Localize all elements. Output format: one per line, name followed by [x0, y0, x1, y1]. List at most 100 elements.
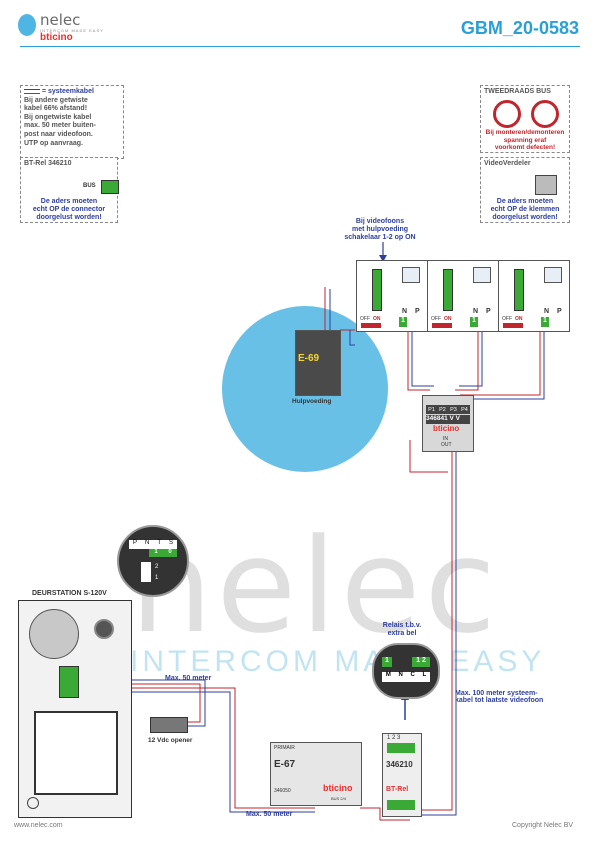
- dip-switch: [432, 323, 452, 328]
- splitter-ports: P1 P2 P3 P4: [426, 405, 470, 414]
- terminal-p: P: [557, 308, 562, 315]
- switch-on-label: ON: [444, 316, 452, 322]
- relay-terminals: 1 2 3: [387, 735, 401, 741]
- opener-label: 12 Vdc opener: [148, 737, 193, 744]
- cable-label: = systeemkabel: [41, 88, 94, 95]
- splitter-box-note: echt OP de klemmen: [490, 206, 560, 213]
- switch-on-label: ON: [373, 316, 381, 322]
- nelec-logo: [18, 14, 36, 36]
- splitter-terminal-icon: [535, 175, 557, 195]
- bus-label: BUS: [83, 183, 96, 189]
- distance-system: Max. 100 meter systeem- kabel tot laatst…: [455, 690, 543, 704]
- bus-connector-icon: [101, 180, 119, 194]
- splitter-in: IN: [443, 436, 448, 442]
- main-psu-brand: bticino: [323, 783, 353, 793]
- monitor-note-line: met hulpvoeding: [352, 226, 408, 233]
- distance-bottom: Max. 50 meter: [246, 811, 293, 818]
- psu-caption: Hulpvoeding: [292, 398, 332, 405]
- zoom-dip-switch: [141, 562, 151, 582]
- no-plug-icon: [493, 100, 521, 128]
- mount-screw-icon: [27, 797, 39, 809]
- relay-letter: M: [385, 672, 391, 678]
- speaker-grille-icon: [29, 609, 79, 659]
- splitter-box-note: doorgelust worden!: [492, 214, 558, 221]
- relay-zoom: 1 1 2 M N C L: [372, 643, 440, 699]
- relay-box-title: BT-Rel 346210: [24, 160, 72, 167]
- wire: [75, 683, 201, 723]
- wire: [360, 807, 410, 821]
- relay-name: BT-Rel: [386, 786, 409, 793]
- psu-model: E-69: [298, 353, 320, 364]
- videophone-monitor: N P 1 OFF ON: [498, 260, 570, 332]
- door-station: [18, 600, 132, 818]
- switch-off-label: OFF: [502, 316, 512, 322]
- port-label: P3: [450, 406, 457, 413]
- terminal-n: N: [544, 308, 550, 315]
- watermark-text: nelec: [130, 510, 500, 662]
- brand-tagline: INTERCOM MADE EASY: [40, 28, 104, 33]
- main-power-supply: PRIMAIR E-67 346050 bticino BUS 2/4: [270, 742, 362, 806]
- switch-on-label: ON: [515, 316, 523, 322]
- wire: [75, 679, 206, 727]
- relay-zoom-right: 1 2: [412, 657, 430, 667]
- relay-zoom-left: 1: [382, 657, 392, 667]
- monitor-note: Bij videofoons met hulpvoeding schakelaa…: [330, 218, 430, 242]
- door-opener-icon: [150, 717, 188, 733]
- relay-note-line: Relais t.b.v.: [382, 622, 422, 629]
- relay-terminal-block: [387, 743, 415, 753]
- relay-bottom-terminal: [387, 800, 415, 810]
- terminal-n: N: [473, 308, 479, 315]
- relay-letter: N: [398, 672, 403, 678]
- monitor-note-arrow-icon: [379, 242, 387, 262]
- monitor-group: N P 1 OFF ON N P 1 OFF ON N P 1 OFF ON: [356, 260, 570, 332]
- terminal-strip: [372, 269, 382, 311]
- door-station-title: DEURSTATION S-120V: [32, 590, 107, 597]
- zoom-terminal: T: [157, 540, 161, 546]
- call-button[interactable]: [34, 711, 118, 795]
- video-splitter: P1 P2 P3 P4 346841 V V bticino IN OUT: [422, 395, 474, 452]
- terminal-value: 1: [541, 317, 549, 327]
- legend-line: max. 50 meter buiten-: [24, 122, 96, 130]
- zoom-terminal: S: [168, 540, 173, 546]
- zoom-terminal: N: [144, 540, 150, 546]
- switch-off-label: OFF: [431, 316, 441, 322]
- relay-letter: C: [410, 672, 415, 678]
- wire: [75, 687, 315, 809]
- twowire-warning-box: TWEEDRAADS BUS Bij monteren/demonteren s…: [480, 85, 570, 153]
- splitter-info-box: VideoVerdeler De aders moeten echt OP de…: [480, 157, 570, 223]
- terminal-strip: [443, 269, 453, 311]
- legend-line: post naar videofoon.: [24, 130, 93, 138]
- distance-door-monitor: Max. 50 meter: [165, 675, 212, 682]
- relay-note: Relais t.b.v. extra bel: [372, 622, 432, 638]
- screen-icon: [544, 267, 562, 283]
- watermark-tagline: INTERCOM MADE EASY: [130, 645, 546, 678]
- dip-switch: [361, 323, 381, 328]
- relay-module: 1 2 3 346210 BT-Rel: [382, 733, 422, 817]
- relay-letter: L: [422, 672, 427, 678]
- port-label: P1: [428, 406, 435, 413]
- distance-system-line: kabel tot laatste videofoon: [455, 697, 544, 704]
- camera-icon: [94, 619, 114, 639]
- psu-terminal: 2/4: [340, 796, 346, 801]
- no-tool-icon: [531, 100, 559, 128]
- wire: [420, 450, 453, 811]
- header-divider: [20, 46, 580, 47]
- relay-note-line: extra bel: [387, 630, 417, 637]
- psu-terminal: BUS: [331, 796, 340, 801]
- relay-box-note: echt OP de connector: [32, 206, 106, 213]
- relay-model: 346210: [386, 760, 413, 769]
- wire: [409, 440, 448, 473]
- cable-symbol: [24, 88, 40, 94]
- zoom-terminal: P: [132, 540, 137, 546]
- splitter-box-note: De aders moeten: [496, 198, 554, 205]
- port-label: P4: [461, 406, 468, 413]
- dip-switch: [503, 323, 523, 328]
- doc-number: GBM_20-0583: [460, 18, 579, 38]
- terminal-p: P: [415, 308, 420, 315]
- terminal-value: 1: [470, 317, 478, 327]
- twowire-title: TWEEDRAADS BUS: [484, 88, 551, 95]
- monitor-note-line: Bij videofoons: [355, 218, 405, 225]
- screen-icon: [473, 267, 491, 283]
- legend-box: = systeemkabel Bij andere getwiste kabel…: [20, 85, 124, 159]
